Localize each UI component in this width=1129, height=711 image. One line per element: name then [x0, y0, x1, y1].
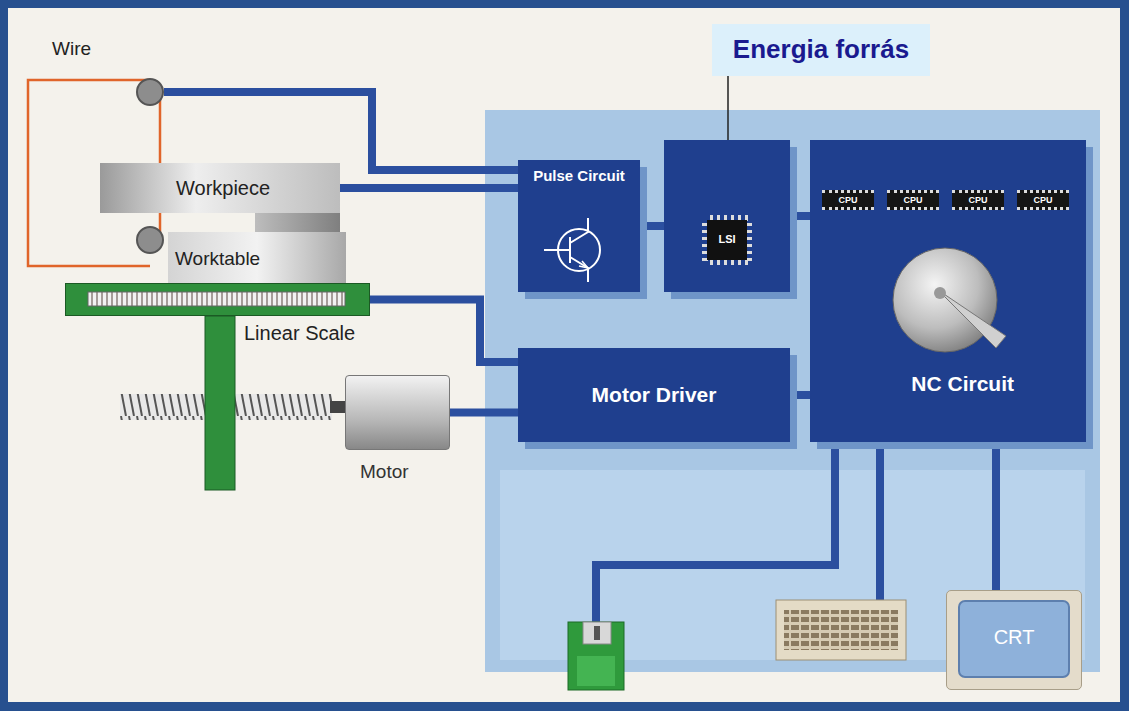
- motor-driver-box: Motor Driver: [518, 348, 790, 442]
- floppy-slot: [594, 626, 600, 640]
- wire-roller: [137, 79, 163, 105]
- crt-monitor-label: CRT: [994, 626, 1035, 649]
- keyboard-cable: [876, 442, 884, 600]
- lsi-box-art: [664, 140, 790, 292]
- floppy-shutter: [583, 622, 611, 644]
- signal-cable: [790, 212, 810, 220]
- cpu-chip-label: CPU: [903, 195, 922, 205]
- lsi-chip: [707, 220, 747, 260]
- keyboard-keys: [784, 610, 898, 650]
- motor-driver-box-label: Motor Driver: [592, 383, 717, 407]
- slide-ground: [8, 8, 1120, 702]
- workpiece-block: Workpiece: [100, 163, 340, 213]
- cpu-chip: CPU: [887, 190, 939, 210]
- transistor-symbol: [544, 218, 588, 282]
- cpu-chip-label: CPU: [838, 195, 857, 205]
- floppy-label-area: [577, 656, 615, 686]
- cpu-chip-label: CPU: [1033, 195, 1052, 205]
- dial-knob: [938, 290, 1006, 348]
- callout-box-label: Energia forrás: [733, 35, 909, 65]
- dial-knob: [934, 287, 946, 299]
- workpiece-block-label: Workpiece: [176, 177, 270, 200]
- lsi-box: LSI: [664, 140, 790, 292]
- motor-label: Motor: [360, 461, 409, 483]
- linear-scale: Linear Scale: [65, 283, 370, 316]
- dial-knob: [893, 248, 1006, 352]
- signal-cable: [450, 409, 518, 417]
- linear-scale-art: [66, 284, 371, 317]
- signal-cable: [340, 184, 518, 192]
- nc-circuit-box-label: NC Circuit: [911, 372, 1014, 396]
- dial-knob: [893, 248, 997, 352]
- floppy-disk: [568, 622, 624, 690]
- scale-graduation: [88, 292, 345, 306]
- leader-line: [727, 76, 729, 140]
- scale-post: [205, 316, 235, 490]
- cpu-chip: CPU: [952, 190, 1004, 210]
- pulse-circuit-box-label: Pulse Circuit: [533, 167, 625, 184]
- nc-circuit-box-art: [810, 140, 1086, 442]
- cpu-chip-label: CPU: [968, 195, 987, 205]
- signal-cable: [640, 222, 664, 230]
- signal-cable: [370, 300, 518, 363]
- nc-circuit-box: NC Circuit CPU CPU CPU CPU: [810, 140, 1086, 442]
- transistor-symbol: [579, 261, 588, 268]
- transistor-symbol: [544, 218, 600, 282]
- floppy-cable: [596, 442, 835, 622]
- signal-cable: [790, 391, 810, 399]
- cpu-chip: CPU: [822, 190, 874, 210]
- signal-cable: [992, 442, 1000, 590]
- motor-shaft: [330, 401, 346, 413]
- cpu-chip: CPU: [1017, 190, 1069, 210]
- motor: Motor: [345, 375, 450, 450]
- worktable-block: Worktable: [168, 232, 346, 286]
- callout-box: Energia forrás: [712, 24, 930, 76]
- lsi-box-label: LSI: [718, 233, 735, 246]
- keyboard: [776, 600, 906, 660]
- lsi-chip: [702, 215, 752, 265]
- pulse-circuit-box: Pulse Circuit: [518, 160, 640, 292]
- crt-monitor: CRT: [946, 590, 1082, 690]
- worktable-block-label: Worktable: [175, 248, 260, 270]
- wire-roller: [137, 227, 163, 253]
- control-cabinet: [485, 110, 1100, 672]
- linear-scale-label: Linear Scale: [244, 322, 355, 345]
- wire-cable: [164, 92, 518, 170]
- part-label: Wire: [52, 38, 91, 60]
- crt-screen: [959, 601, 1069, 677]
